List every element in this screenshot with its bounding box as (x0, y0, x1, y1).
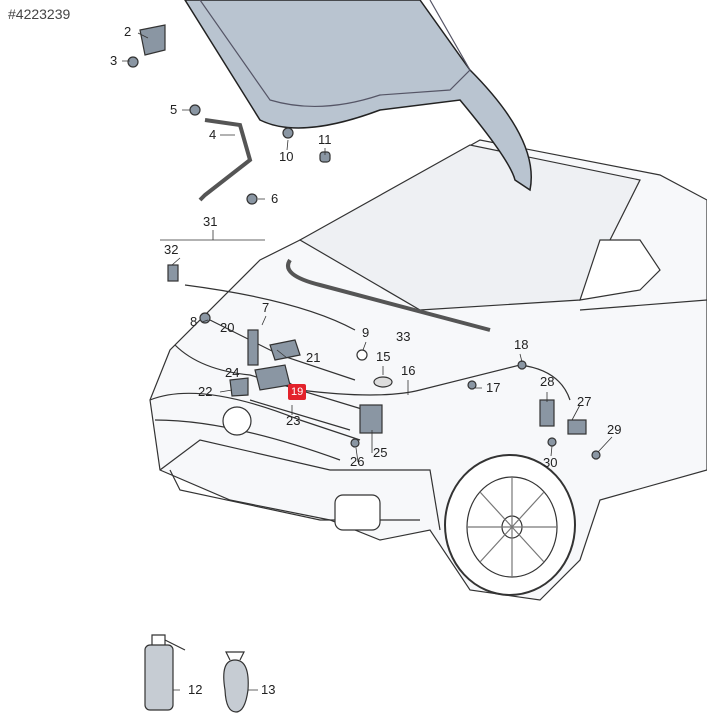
hood-seal (198, 118, 491, 332)
callout-2[interactable]: 2 (124, 24, 132, 39)
callout-22[interactable]: 22 (198, 384, 213, 399)
callout-27[interactable]: 27 (577, 394, 592, 409)
callout-13[interactable]: 13 (261, 682, 276, 697)
callout-5[interactable]: 5 (170, 102, 178, 117)
callout-16[interactable]: 16 (401, 363, 416, 378)
callout-29[interactable]: 29 (607, 422, 622, 437)
callout-30[interactable]: 30 (543, 455, 558, 470)
callout-19-highlighted[interactable]: 19 (288, 384, 307, 400)
callout-4[interactable]: 4 (209, 127, 217, 142)
callout-26[interactable]: 26 (350, 454, 365, 469)
callout-23[interactable]: 23 (286, 413, 301, 428)
release-cables (174, 284, 571, 431)
callout-9[interactable]: 9 (362, 325, 370, 340)
wheel (444, 454, 576, 596)
callout-3[interactable]: 3 (110, 53, 118, 68)
callout-33[interactable]: 33 (396, 329, 411, 344)
callout-20[interactable]: 20 (220, 320, 235, 335)
diagram-id: #4223239 (8, 6, 71, 22)
leader-lines (122, 32, 613, 691)
callout-15[interactable]: 15 (376, 349, 391, 364)
callout-6[interactable]: 6 (271, 191, 279, 206)
small-parts (127, 24, 601, 460)
callout-28[interactable]: 28 (540, 374, 555, 389)
callout-8[interactable]: 8 (190, 314, 198, 329)
grille (149, 392, 361, 461)
consumables (144, 634, 249, 713)
callout-25[interactable]: 25 (373, 445, 388, 460)
callout-12[interactable]: 12 (188, 682, 203, 697)
callout-17[interactable]: 17 (486, 380, 501, 395)
callout-11[interactable]: 11 (318, 132, 332, 147)
callout-10[interactable]: 10 (279, 149, 294, 164)
callout-32[interactable]: 32 (164, 242, 179, 257)
callout-24[interactable]: 24 (225, 365, 240, 380)
car-body (149, 139, 707, 601)
callout-18[interactable]: 18 (514, 337, 529, 352)
callout-21[interactable]: 21 (306, 350, 321, 365)
callout-7[interactable]: 7 (262, 300, 270, 315)
callout-31[interactable]: 31 (203, 214, 218, 229)
hood (184, 0, 532, 192)
